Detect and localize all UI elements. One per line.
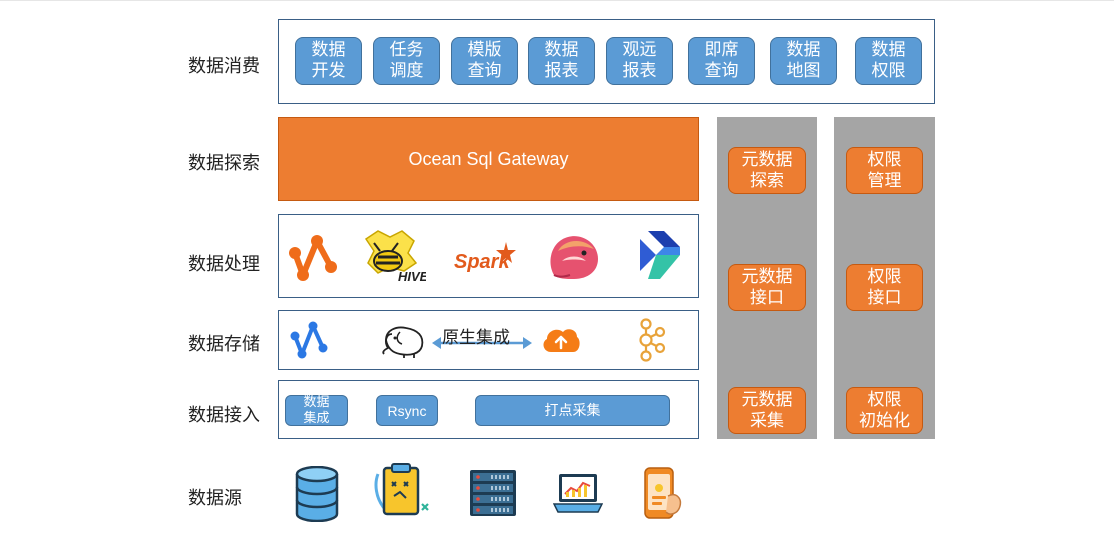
kafka-logo-icon xyxy=(636,318,666,362)
metadata-button-line1: 元数据 xyxy=(741,389,793,410)
metadata-explore-button[interactable]: 元数据探索 xyxy=(728,147,806,194)
storage-layer-frame xyxy=(278,310,699,370)
layer-label-source: 数据源 xyxy=(188,488,242,509)
ocean-sql-gateway[interactable]: Ocean Sql Gateway xyxy=(278,117,699,201)
consume-button-line1: 数据 xyxy=(786,40,821,60)
consume-button-line1: 数据 xyxy=(311,40,346,60)
layer-label-storage: 数据存储 xyxy=(188,334,260,355)
metadata-button-line1: 元数据 xyxy=(741,266,793,287)
ingest-button-line2: 集成 xyxy=(303,410,330,426)
consume-button-line1: 数据 xyxy=(544,40,579,60)
metadata-button-line2: 采集 xyxy=(750,410,784,431)
permission-button-line1: 权限 xyxy=(867,149,902,170)
consume-button-data-dev[interactable]: 数据开发 xyxy=(295,37,362,85)
consume-button-adhoc-query[interactable]: 即席查询 xyxy=(688,37,755,85)
consume-button-line1: 任务 xyxy=(389,40,424,60)
clipboard-tasks-icon xyxy=(372,462,434,518)
native-integration-arrow-icon xyxy=(430,336,534,350)
consume-button-guanyuan-report[interactable]: 观远报表 xyxy=(606,37,673,85)
consume-button-data-report[interactable]: 数据报表 xyxy=(528,37,595,85)
consume-button-template-query[interactable]: 模版查询 xyxy=(451,37,518,85)
permission-init-button[interactable]: 权限初始化 xyxy=(846,387,923,434)
ingest-button-label: 打点采集 xyxy=(544,402,601,419)
consume-button-line2: 地图 xyxy=(786,61,821,81)
metadata-button-line2: 接口 xyxy=(750,287,784,308)
consume-button-data-permission[interactable]: 数据权限 xyxy=(855,37,922,85)
spark-logo-icon: Spark xyxy=(450,238,518,276)
consume-button-line2: 开发 xyxy=(311,61,346,81)
top-divider xyxy=(0,0,1114,1)
hadoop-elephant-icon xyxy=(380,322,428,358)
permission-button-line2: 初始化 xyxy=(859,410,910,431)
consume-button-line1: 模版 xyxy=(467,40,502,60)
permission-button-line1: 权限 xyxy=(867,389,902,410)
ingest-button-line1: 数据 xyxy=(303,394,330,410)
consume-button-line2: 调度 xyxy=(389,61,424,81)
laptop-chart-icon xyxy=(553,472,603,516)
svg-text:HIVE: HIVE xyxy=(398,269,426,284)
consume-button-task-schedule[interactable]: 任务调度 xyxy=(373,37,440,85)
svg-text:Spark: Spark xyxy=(454,251,510,273)
consume-button-line2: 查询 xyxy=(467,61,502,81)
layer-label-ingest: 数据接入 xyxy=(188,405,260,426)
gateway-label: Ocean Sql Gateway xyxy=(408,148,569,169)
metadata-collection-button[interactable]: 元数据采集 xyxy=(728,387,806,434)
consume-button-line1: 观远 xyxy=(622,40,657,60)
nodes-logo-icon xyxy=(287,231,343,287)
native-integration-label: 原生集成 xyxy=(442,328,510,348)
layer-label-consume: 数据消费 xyxy=(188,56,260,77)
server-rack-icon xyxy=(468,468,518,518)
hive-bee-icon: HIVE xyxy=(360,229,426,285)
process-layer-frame xyxy=(278,214,699,298)
layer-label-explore: 数据探索 xyxy=(188,153,260,174)
ingest-button-label: Rsync xyxy=(387,402,427,419)
consume-button-line2: 报表 xyxy=(622,61,657,81)
permission-button-line2: 接口 xyxy=(867,287,902,308)
permission-button-line1: 权限 xyxy=(867,266,902,287)
ingest-button-data-integration[interactable]: 数据集成 xyxy=(285,395,348,426)
kylin-logo-icon xyxy=(636,229,684,285)
consume-button-line1: 即席 xyxy=(704,40,739,60)
permission-interface-button[interactable]: 权限接口 xyxy=(846,264,923,311)
metadata-button-line1: 元数据 xyxy=(741,149,793,170)
consume-button-line2: 报表 xyxy=(544,61,579,81)
database-icon xyxy=(294,466,340,522)
consume-button-data-map[interactable]: 数据地图 xyxy=(770,37,837,85)
flink-squirrel-icon xyxy=(544,231,604,283)
nodes-logo-icon xyxy=(289,320,333,360)
ingest-button-tracking-collection[interactable]: 打点采集 xyxy=(475,395,670,426)
permission-manage-button[interactable]: 权限管理 xyxy=(846,147,923,194)
permission-button-line2: 管理 xyxy=(867,170,902,191)
mobile-phone-icon xyxy=(642,466,684,520)
consume-button-line2: 权限 xyxy=(871,61,906,81)
consume-button-line1: 数据 xyxy=(871,40,906,60)
ingest-button-rsync[interactable]: Rsync xyxy=(376,395,438,426)
metadata-interface-button[interactable]: 元数据接口 xyxy=(728,264,806,311)
cloud-upload-icon xyxy=(541,324,581,356)
metadata-button-line2: 探索 xyxy=(750,170,784,191)
consume-button-line2: 查询 xyxy=(704,61,739,81)
layer-label-process: 数据处理 xyxy=(188,254,260,275)
